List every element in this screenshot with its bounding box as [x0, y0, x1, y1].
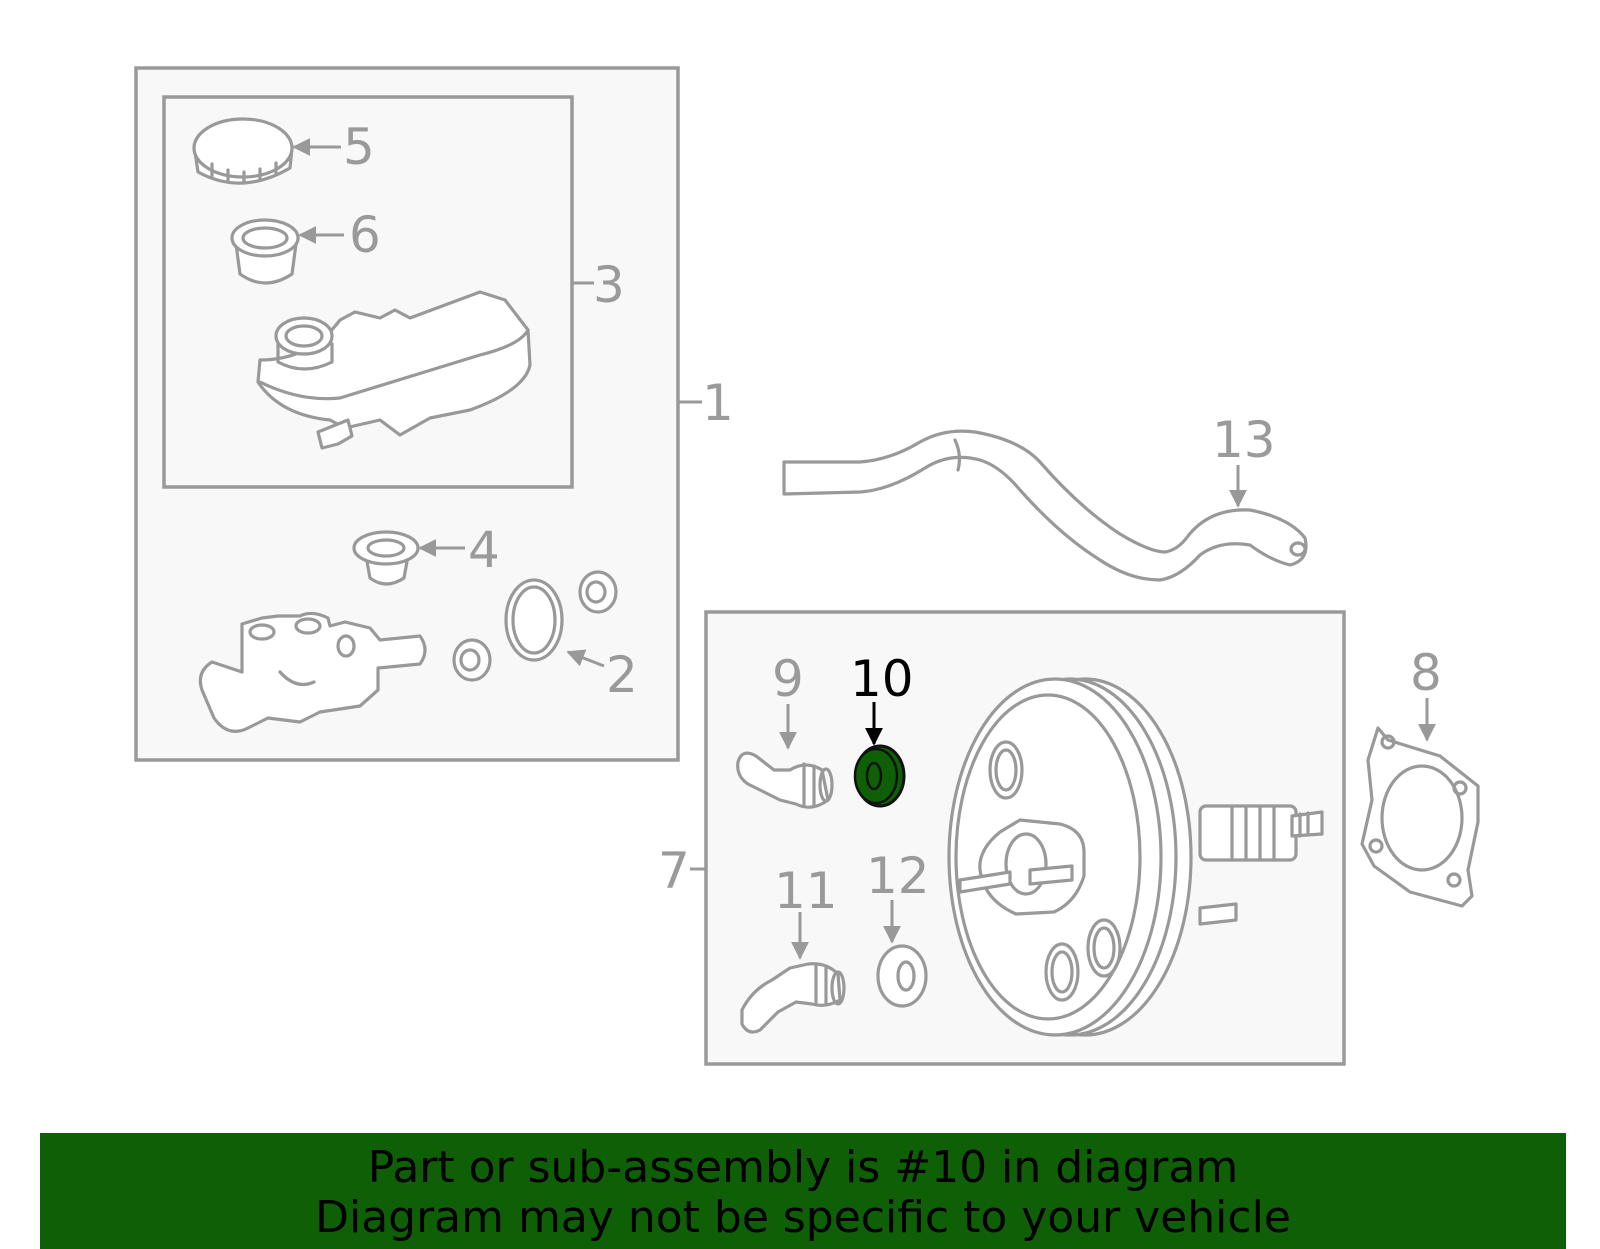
master-cylinder-body[interactable]: [198, 611, 427, 733]
part-9-check-valve[interactable]: [736, 751, 834, 809]
callout-6: 6: [349, 206, 381, 264]
callout-11: 11: [774, 862, 838, 920]
part-2-o-ring[interactable]: [504, 578, 564, 662]
callout-1: 1: [702, 374, 734, 432]
small-nut-a[interactable]: [452, 638, 492, 682]
part-5-reservoir-cap[interactable]: [192, 117, 294, 185]
callout-9: 9: [772, 650, 804, 708]
part-11-check-valve[interactable]: [740, 962, 846, 1034]
banner-line-2: Diagram may not be specific to your vehi…: [315, 1192, 1291, 1243]
small-nut-b[interactable]: [578, 570, 618, 614]
callout-12: 12: [866, 847, 930, 905]
callout-7: 7: [658, 842, 690, 900]
callout-10-highlighted: 10: [850, 650, 914, 708]
part-8-gasket[interactable]: [1360, 726, 1480, 908]
leader-lines: [292, 138, 1436, 960]
callout-5: 5: [343, 118, 375, 176]
callout-4: 4: [468, 521, 500, 579]
brake-booster[interactable]: [947, 677, 1324, 1037]
callout-3: 3: [593, 256, 625, 314]
callout-2: 2: [606, 646, 638, 704]
part-6-strainer[interactable]: [230, 218, 300, 285]
part-12-washer[interactable]: [876, 944, 928, 1008]
part-13-vacuum-hose[interactable]: [782, 429, 1308, 582]
reservoir-tank[interactable]: [256, 290, 532, 450]
part-10-grommet-highlighted[interactable]: [853, 744, 906, 808]
banner-line-1: Part or sub-assembly is #10 in diagram: [367, 1142, 1239, 1193]
part-info-banner: Part or sub-assembly is #10 in diagram D…: [40, 1133, 1566, 1249]
callout-13: 13: [1212, 411, 1276, 469]
part-4-grommet[interactable]: [352, 530, 420, 586]
callout-8: 8: [1410, 644, 1442, 702]
